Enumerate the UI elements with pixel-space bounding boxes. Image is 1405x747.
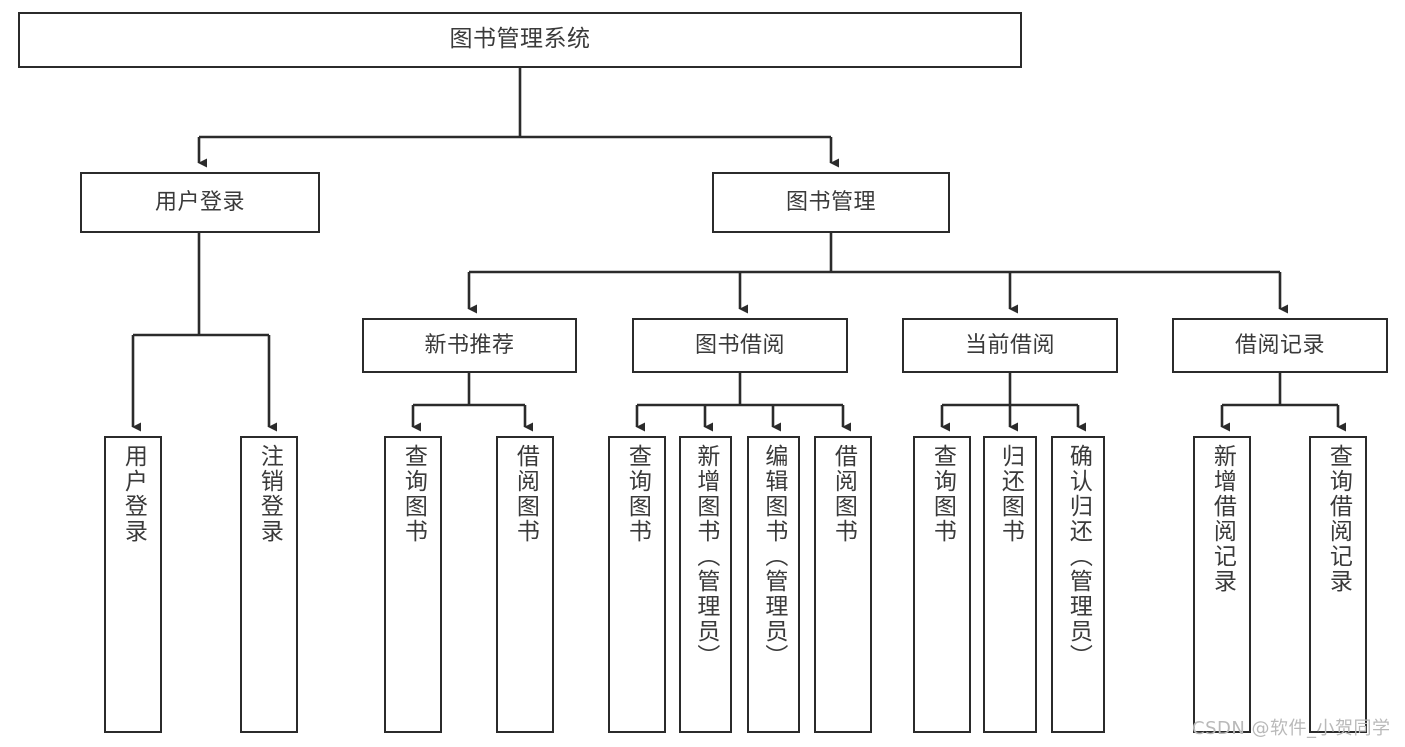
node-label: 归还图书 (997, 444, 1024, 544)
node-leaf-borrow-book[interactable]: 借阅图书 (814, 436, 872, 733)
node-leaf-query-book-newbook[interactable]: 查询图书 (384, 436, 442, 733)
node-label: 图书管理系统 (449, 26, 591, 53)
node-leaf-return-book[interactable]: 归还图书 (983, 436, 1037, 733)
node-book-management[interactable]: 图书管理 (712, 172, 950, 233)
node-label: 确认归还（管理员） (1065, 444, 1092, 669)
node-label: 注销登录 (256, 444, 283, 544)
node-borrow-record[interactable]: 借阅记录 (1172, 318, 1388, 373)
node-label: 查询图书 (400, 444, 427, 544)
node-new-book-recommend[interactable]: 新书推荐 (362, 318, 577, 373)
node-label: 图书借阅 (694, 332, 785, 358)
node-leaf-edit-book-admin[interactable]: 编辑图书（管理员） (747, 436, 800, 733)
node-label: 编辑图书（管理员） (760, 444, 787, 669)
node-label: 用户登录 (120, 444, 147, 544)
node-leaf-confirm-return-admin[interactable]: 确认归还（管理员） (1051, 436, 1105, 733)
node-root-book-management-system[interactable]: 图书管理系统 (18, 12, 1022, 68)
node-label: 新增图书（管理员） (692, 444, 719, 669)
node-leaf-logout-login[interactable]: 注销登录 (240, 436, 298, 733)
node-label: 用户登录 (154, 189, 245, 215)
node-leaf-query-book-borrow[interactable]: 查询图书 (608, 436, 666, 733)
node-label: 新增借阅记录 (1209, 444, 1236, 594)
node-current-borrow[interactable]: 当前借阅 (902, 318, 1118, 373)
node-book-borrow[interactable]: 图书借阅 (632, 318, 848, 373)
node-leaf-borrow-book-newbook[interactable]: 借阅图书 (496, 436, 554, 733)
csdn-watermark: CSDN @软件_小贺同学 (1192, 718, 1391, 739)
node-leaf-add-book-admin[interactable]: 新增图书（管理员） (679, 436, 732, 733)
node-label: 查询图书 (929, 444, 956, 544)
node-label: 借阅图书 (512, 444, 539, 544)
node-label: 查询借阅记录 (1325, 444, 1352, 594)
node-label: 新书推荐 (424, 332, 515, 358)
node-label: 当前借阅 (964, 332, 1055, 358)
node-label: 图书管理 (785, 189, 876, 215)
node-leaf-query-book-current[interactable]: 查询图书 (913, 436, 971, 733)
node-label: 借阅图书 (830, 444, 857, 544)
node-leaf-query-borrow-record[interactable]: 查询借阅记录 (1309, 436, 1367, 733)
node-leaf-add-borrow-record[interactable]: 新增借阅记录 (1193, 436, 1251, 733)
node-label: 借阅记录 (1234, 332, 1325, 358)
node-leaf-user-login[interactable]: 用户登录 (104, 436, 162, 733)
node-user-login[interactable]: 用户登录 (80, 172, 320, 233)
node-label: 查询图书 (624, 444, 651, 544)
